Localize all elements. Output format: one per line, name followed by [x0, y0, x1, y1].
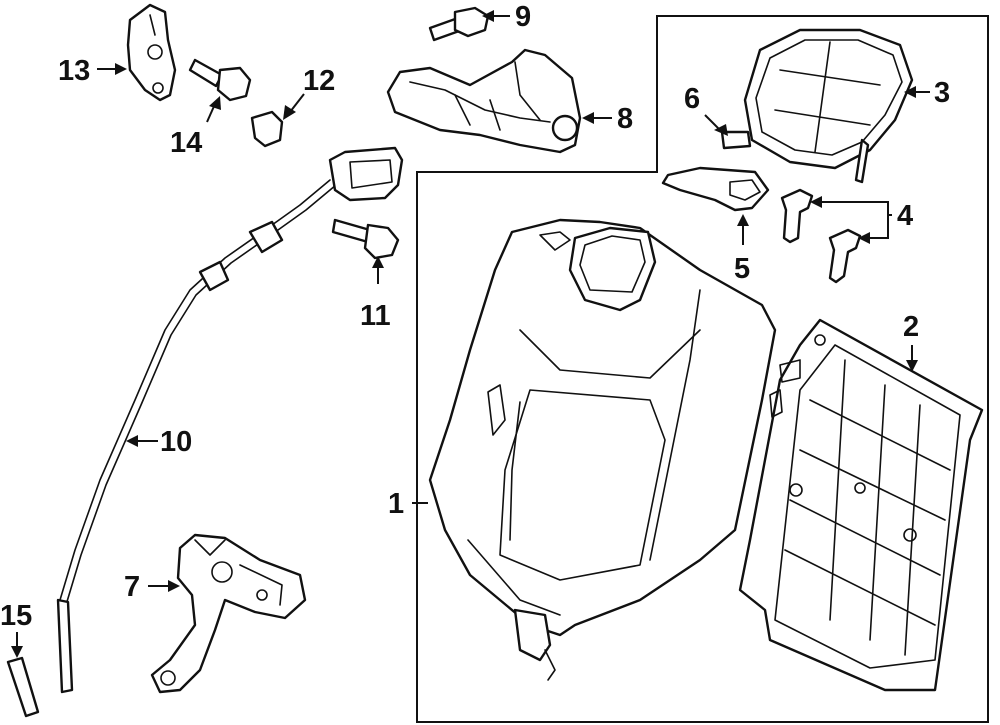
part-5-release-bezel[interactable] — [661, 166, 770, 212]
part-7-hinge-bracket[interactable] — [150, 533, 307, 694]
callout-4: 4 — [897, 200, 913, 232]
callout-9: 9 — [515, 1, 531, 33]
callout-15: 15 — [0, 600, 32, 632]
callout-11: 11 — [360, 300, 391, 332]
callout-13: 13 — [58, 55, 90, 87]
callout-12: 12 — [303, 65, 335, 97]
part-11-bolt[interactable] — [331, 218, 400, 260]
callout-6: 6 — [684, 83, 700, 115]
callout-14: 14 — [170, 127, 202, 159]
part-8-upper-bracket[interactable] — [386, 48, 582, 154]
part-9-bolt[interactable] — [428, 6, 490, 42]
leader-lines — [11, 10, 930, 658]
callout-3: 3 — [934, 77, 950, 109]
part-15-pin[interactable] — [6, 656, 40, 718]
callout-2: 2 — [903, 311, 919, 343]
callout-1: 1 — [388, 488, 404, 520]
callout-10: 10 — [160, 426, 192, 458]
part-14-bolt[interactable] — [188, 58, 252, 102]
assembly-frame — [416, 15, 989, 723]
part-10-release-cable[interactable] — [56, 146, 404, 694]
part-3-headrest[interactable] — [743, 28, 914, 184]
part-6-clip[interactable] — [720, 130, 752, 150]
part-2-back-panel[interactable] — [738, 318, 984, 692]
callout-5: 5 — [734, 253, 750, 285]
part-4-headrest-guides[interactable] — [780, 188, 862, 284]
part-1-seat-back[interactable] — [428, 218, 777, 681]
callout-7: 7 — [124, 571, 140, 603]
callout-labels: 1 2 3 4 5 6 7 8 9 10 11 12 13 14 15 — [0, 1, 950, 632]
callout-8: 8 — [617, 103, 633, 135]
part-13-bracket[interactable] — [126, 3, 177, 102]
part-12-nut-clip[interactable] — [250, 110, 284, 148]
